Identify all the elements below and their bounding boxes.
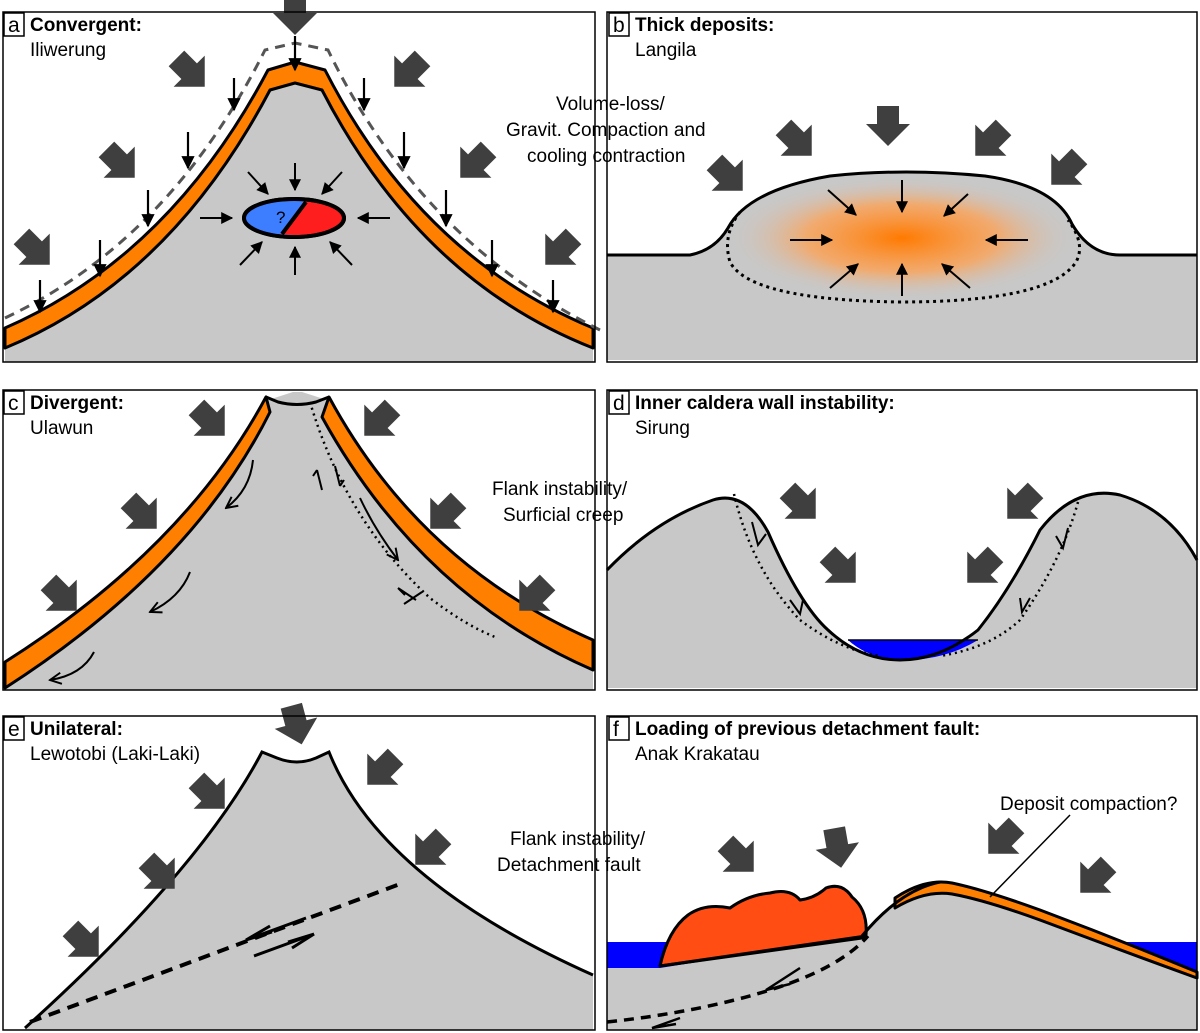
process-note-line-1: Flank instability/ bbox=[510, 829, 646, 850]
panel-title: Inner caldera wall instability: bbox=[635, 393, 895, 414]
lava-flow-deposit bbox=[658, 884, 868, 968]
panel-title: Unilateral: bbox=[30, 719, 123, 740]
volcano-name: Iliwerung bbox=[30, 40, 106, 61]
volcano-surface bbox=[23, 749, 594, 1030]
panel-letter: f bbox=[613, 718, 619, 741]
volcano-name: Lewotobi (Laki-Laki) bbox=[30, 744, 200, 765]
inward-stress-arrows bbox=[200, 163, 390, 275]
creep-arrows bbox=[50, 459, 398, 680]
process-note-line-2: Gravit. Compaction and bbox=[506, 120, 706, 141]
process-note-line-1: Flank instability/ bbox=[492, 479, 628, 500]
panel-letter-box bbox=[608, 12, 630, 37]
process-note-line-3: cooling contraction bbox=[527, 146, 685, 167]
callout-label: Deposit compaction? bbox=[1000, 794, 1177, 815]
volcano-name: Sirung bbox=[635, 418, 690, 439]
panel-letter: b bbox=[613, 14, 625, 37]
displacement-arrows bbox=[771, 474, 1052, 599]
volcano-name: Langila bbox=[635, 40, 697, 61]
volcano-ground bbox=[25, 752, 593, 1030]
process-note-line-2: Detachment fault bbox=[497, 855, 641, 876]
panel-letter-box bbox=[3, 716, 25, 741]
panel-letter-box bbox=[608, 390, 630, 415]
panel-letter-box bbox=[3, 390, 25, 415]
panel-d: d Inner caldera wall instability: Sirung… bbox=[492, 390, 1199, 688]
panel-title: Divergent: bbox=[30, 393, 124, 414]
volcano-name: Anak Krakatau bbox=[635, 744, 760, 765]
deposit-layer bbox=[3, 60, 595, 350]
panel-letter-box bbox=[608, 716, 630, 741]
slip-sense-markers bbox=[751, 521, 1069, 617]
panel-letter-box bbox=[3, 12, 25, 37]
deposit-layer-left bbox=[3, 395, 272, 690]
panel-frames bbox=[2, 11, 1198, 1031]
panel-letter: c bbox=[8, 392, 19, 415]
panel-title: Loading of previous detachment fault: bbox=[635, 719, 980, 740]
slip-sense-half-arrows bbox=[245, 916, 315, 958]
volcano-ground bbox=[5, 392, 593, 690]
ground-surface bbox=[607, 170, 1197, 257]
crater-lake bbox=[848, 640, 978, 660]
panel-f: f Loading of previous detachment fault: … bbox=[497, 716, 1199, 1030]
contraction-arrows bbox=[790, 180, 1028, 296]
deposit-boundary bbox=[726, 211, 1082, 304]
panel-letter: a bbox=[8, 14, 20, 37]
summit-surface bbox=[265, 395, 330, 406]
island-surface bbox=[860, 880, 941, 937]
callout-leader-line bbox=[989, 814, 1071, 898]
lava-base bbox=[659, 934, 867, 968]
volcano-name: Ulawun bbox=[30, 418, 93, 439]
panel-title: Thick deposits: bbox=[635, 15, 774, 36]
process-note-line-2: Surficial creep bbox=[503, 505, 623, 526]
panel-e: e Unilateral: Lewotobi (Laki-Laki) bbox=[3, 700, 594, 1030]
source-question-mark: ? bbox=[276, 208, 285, 227]
subsidence-arrows bbox=[33, 36, 560, 314]
process-note-line-1: Volume-loss/ bbox=[556, 94, 665, 115]
panel-title: Convergent: bbox=[30, 15, 142, 36]
panel-c: c Divergent: Ulawun bbox=[3, 390, 595, 690]
caldera-ground bbox=[607, 493, 1197, 688]
panel-b: b Thick deposits: Langila Volume-loss/ G… bbox=[506, 12, 1197, 360]
slip-sense-markers bbox=[312, 465, 423, 605]
detachment-fault bbox=[29, 882, 401, 1024]
panel-letter: e bbox=[8, 718, 20, 741]
deflating-source: ? bbox=[242, 197, 346, 239]
caldera-surface bbox=[605, 491, 1199, 662]
creep-surface-left bbox=[732, 493, 881, 658]
panel-letter: d bbox=[613, 392, 625, 415]
heat-zone bbox=[727, 176, 1077, 300]
slip-sense-half-arrows bbox=[651, 966, 801, 1030]
panel-a: ? a Convergent: Iliwerung bbox=[3, 0, 601, 362]
deposit-layer-right bbox=[320, 395, 595, 672]
